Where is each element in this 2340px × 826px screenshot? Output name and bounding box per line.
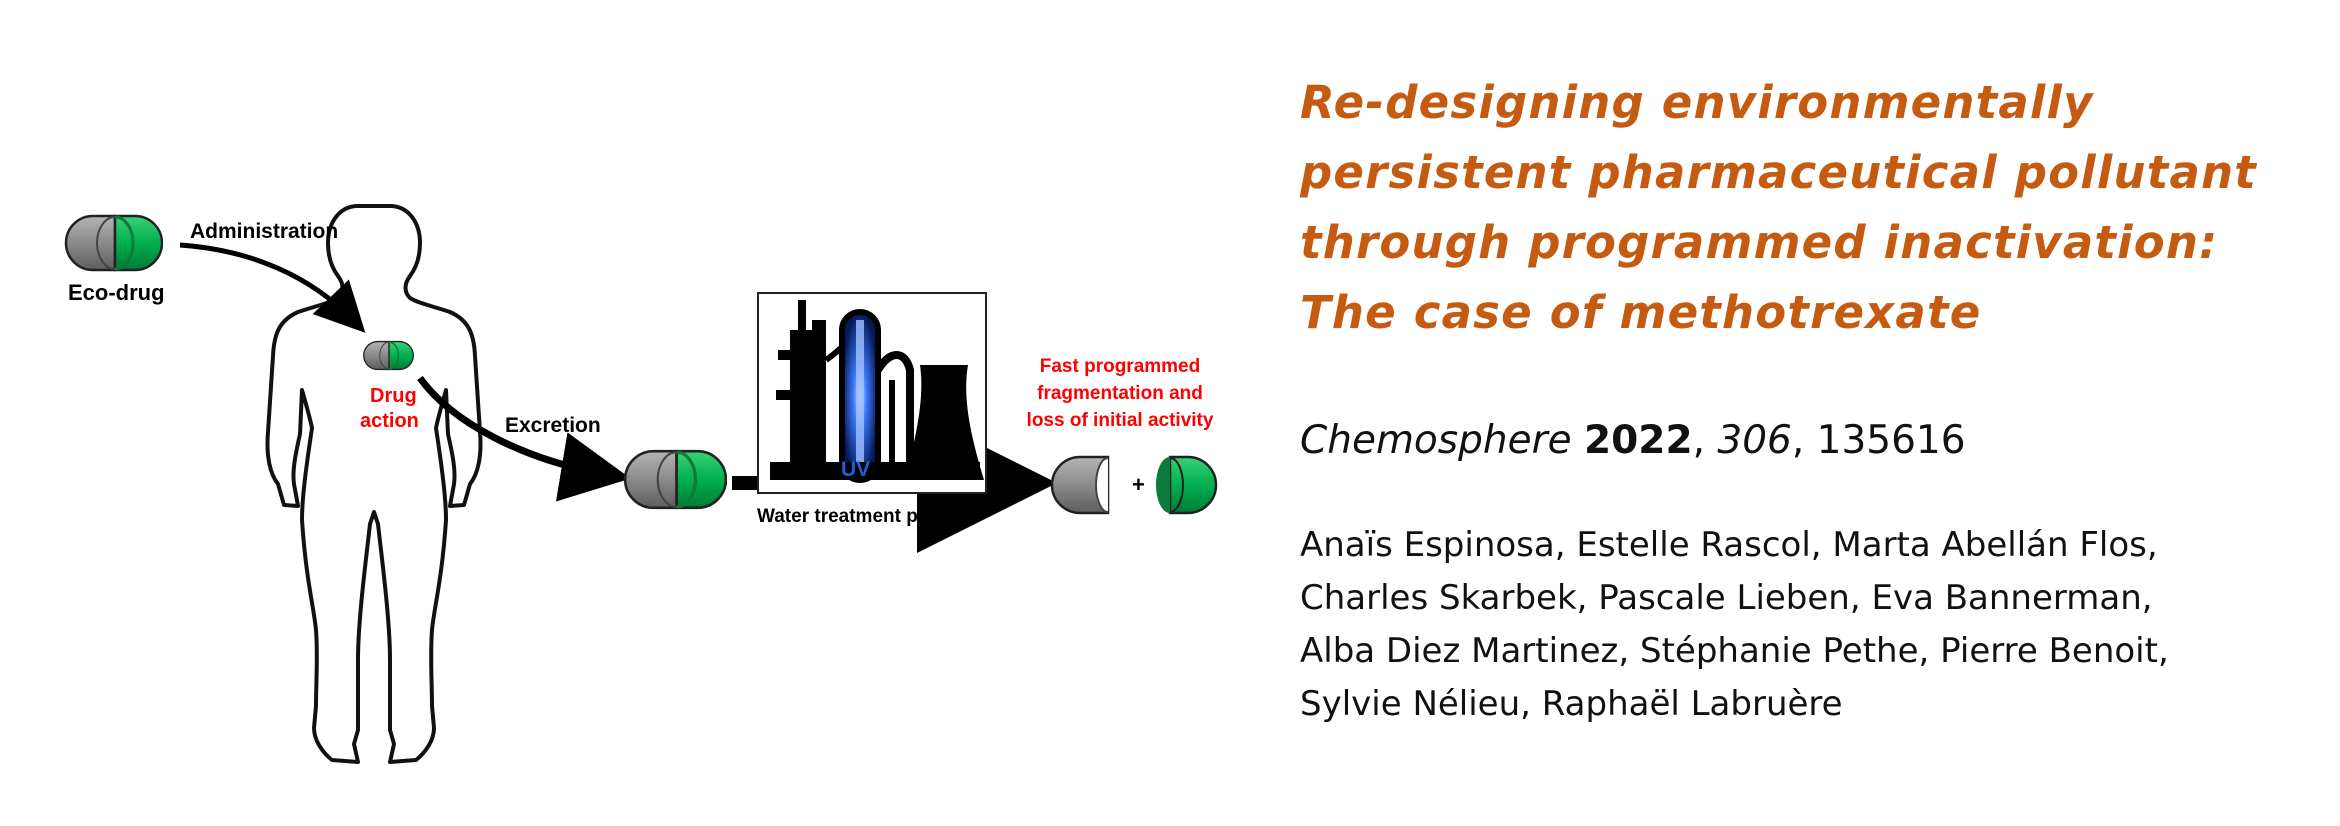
author-list: Anaïs Espinosa, Estelle Rascol, Marta Ab… (1300, 519, 2300, 731)
administration-arrow (179, 242, 366, 333)
water-treatment-plant-label: Water treatment plant (757, 506, 952, 527)
factory-icon (770, 300, 984, 483)
title-line: persistent pharmaceutical pollutant (1300, 146, 2257, 199)
plus-sign: + (1132, 472, 1145, 497)
drug-in-body-capsule-icon (362, 340, 414, 371)
green-fragment-icon (1156, 455, 1218, 515)
fragmentation-label-line1: Fast programmed (1040, 356, 1200, 377)
title-line: The case of methotrexate (1300, 286, 1982, 339)
author-line: Alba Diez Martinez, Stéphanie Pethe, Pie… (1300, 631, 2169, 671)
fragmentation-label-line3: loss of initial activity (1027, 410, 1214, 431)
text-panel: Re-designing environmentally persistent … (1300, 68, 2300, 731)
author-line: Charles Skarbek, Pascale Lieben, Eva Ban… (1300, 578, 2153, 618)
uv-label: UV (841, 458, 870, 481)
citation-volume: 306 (1717, 418, 1792, 463)
eco-drug-capsule-icon (64, 214, 163, 272)
human-silhouette (265, 204, 483, 764)
citation: Chemosphere 2022, 306, 135616 (1300, 418, 1966, 463)
citation-year: 2022 (1584, 418, 1693, 463)
excretion-label: Excretion (505, 414, 601, 437)
administration-label: Administration (190, 220, 338, 243)
author-line: Anaïs Espinosa, Estelle Rascol, Marta Ab… (1300, 525, 2158, 565)
title-line: Re-designing environmentally (1300, 76, 2094, 129)
drug-action-label-line2: action (360, 410, 419, 432)
drug-action-label-line1: Drug (370, 385, 417, 407)
graphical-abstract-figure: Eco-drug Administration Drug action Excr… (64, 204, 1218, 764)
fragmentation-label-line2: fragmentation and (1037, 383, 1203, 404)
citation-journal: Chemosphere (1300, 418, 1572, 463)
paper-title: Re-designing environmentally persistent … (1300, 68, 2300, 348)
eco-drug-label: Eco-drug (68, 280, 165, 305)
author-line: Sylvie Nélieu, Raphaël Labruère (1300, 684, 1843, 724)
grey-fragment-icon (1050, 455, 1110, 515)
excreted-capsule-icon (623, 449, 727, 510)
excretion-arrow (417, 375, 631, 502)
citation-article: 135616 (1816, 418, 1966, 463)
title-line: through programmed inactivation: (1300, 216, 2219, 269)
